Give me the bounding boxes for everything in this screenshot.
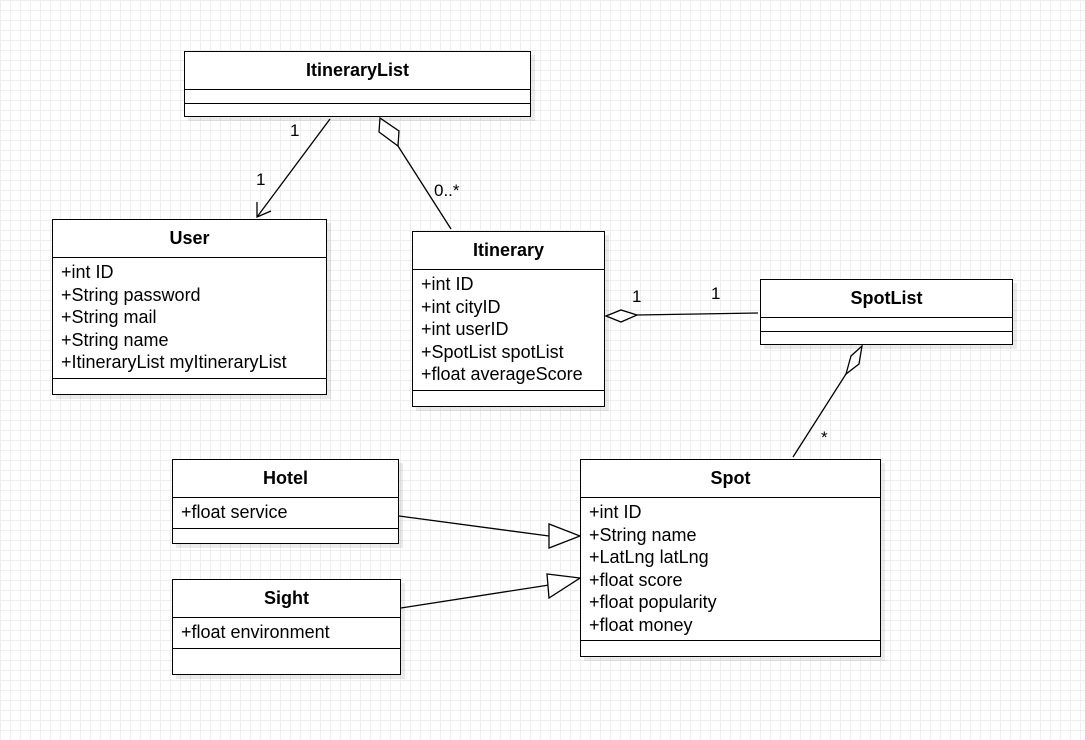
attribute: +int ID bbox=[589, 502, 642, 522]
aggregation-line-spotlist-spot bbox=[792, 373, 847, 458]
class-name: SpotList bbox=[761, 280, 1012, 318]
class-box-spot[interactable]: Spot +int ID +String name +LatLng latLng… bbox=[580, 459, 881, 657]
operation-compartment bbox=[173, 529, 398, 544]
multiplicity-label: 1 bbox=[290, 121, 300, 140]
attribute-compartment: +float service bbox=[173, 498, 398, 529]
aggregation-diamond bbox=[604, 309, 639, 323]
operation-compartment bbox=[761, 332, 1012, 344]
attribute: +int ID bbox=[61, 262, 114, 282]
operation-compartment bbox=[413, 391, 604, 407]
multiplicity-label: 0..* bbox=[434, 181, 460, 200]
multiplicity-label: 1 bbox=[632, 287, 642, 306]
attribute: +int userID bbox=[421, 319, 509, 339]
aggregation-line-itinerarylist-itinerary bbox=[397, 145, 452, 230]
attribute: +ItineraryList myItineraryList bbox=[61, 352, 287, 372]
attribute-compartment: +int ID +String password +String mail +S… bbox=[53, 258, 326, 379]
generalization-triangle bbox=[548, 523, 582, 549]
multiplicity-label: * bbox=[821, 428, 828, 447]
attribute: +int ID bbox=[421, 274, 474, 294]
class-box-sight[interactable]: Sight +float environment bbox=[172, 579, 401, 675]
attribute-compartment: +int ID +String name +LatLng latLng +flo… bbox=[581, 498, 880, 641]
class-box-itinerary[interactable]: Itinerary +int ID +int cityID +int userI… bbox=[412, 231, 605, 407]
attribute: +float money bbox=[589, 614, 693, 635]
generalization-line-sight-spot bbox=[400, 584, 550, 609]
attribute: +LatLng latLng bbox=[589, 547, 709, 567]
attribute: +int cityID bbox=[421, 296, 501, 317]
class-name: Itinerary bbox=[413, 232, 604, 270]
attribute: +String mail bbox=[61, 307, 157, 327]
operation-compartment bbox=[53, 379, 326, 395]
attribute: +float service bbox=[181, 502, 288, 522]
attribute: +float score bbox=[589, 569, 683, 590]
class-name: ItineraryList bbox=[185, 52, 530, 90]
attribute: +float popularity bbox=[589, 592, 717, 612]
generalization-triangle bbox=[546, 573, 582, 600]
class-box-hotel[interactable]: Hotel +float service bbox=[172, 459, 399, 544]
operation-compartment bbox=[173, 649, 400, 675]
class-name: User bbox=[53, 220, 326, 258]
attribute: +String name bbox=[589, 524, 697, 545]
attribute: +String name bbox=[61, 329, 169, 350]
aggregation-diamond bbox=[378, 116, 400, 148]
attribute: +float environment bbox=[181, 622, 330, 642]
attribute-compartment: +int ID +int cityID +int userID +SpotLis… bbox=[413, 270, 604, 391]
aggregation-diamond bbox=[844, 344, 863, 376]
generalization-line-hotel-spot bbox=[398, 515, 550, 537]
class-name: Sight bbox=[173, 580, 400, 618]
attribute-compartment: +float environment bbox=[173, 618, 400, 649]
attribute: +String password bbox=[61, 284, 201, 305]
open-arrow-head bbox=[256, 202, 272, 218]
class-box-itinerarylist[interactable]: ItineraryList bbox=[184, 51, 531, 117]
attribute: +float averageScore bbox=[421, 364, 583, 384]
association-line-itinerarylist-user bbox=[256, 118, 331, 218]
attribute: +SpotList spotList bbox=[421, 341, 564, 362]
class-name: Spot bbox=[581, 460, 880, 498]
multiplicity-label: 1 bbox=[256, 170, 266, 189]
class-box-user[interactable]: User +int ID +String password +String ma… bbox=[52, 219, 327, 395]
class-name: Hotel bbox=[173, 460, 398, 498]
operation-compartment bbox=[581, 641, 880, 656]
multiplicity-label: 1 bbox=[711, 284, 721, 303]
attribute-compartment bbox=[185, 90, 530, 104]
aggregation-line-itinerary-spotlist bbox=[636, 312, 759, 316]
class-box-spotlist[interactable]: SpotList bbox=[760, 279, 1013, 345]
operation-compartment bbox=[185, 104, 530, 116]
attribute-compartment bbox=[761, 318, 1012, 332]
